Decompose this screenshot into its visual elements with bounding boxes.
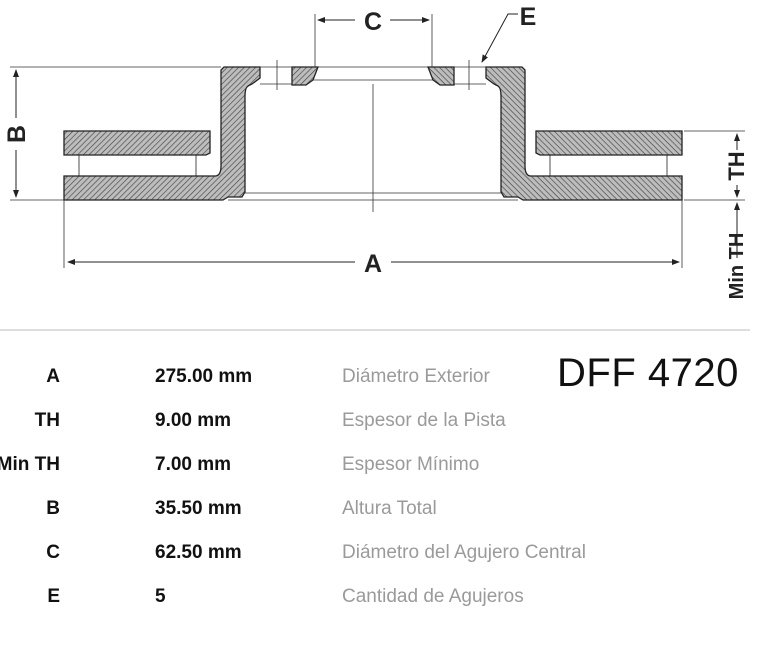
spec-row: TH 9.00 mm Espesor de la Pista xyxy=(0,410,700,440)
upper-plate xyxy=(63,130,211,156)
spec-key: Min TH xyxy=(0,454,60,475)
spec-description: Diámetro Exterior xyxy=(342,366,490,387)
spec-value: 62.50 mm xyxy=(155,542,242,563)
spec-description: Altura Total xyxy=(342,498,437,519)
label-A: A xyxy=(364,250,382,278)
spec-row: C 62.50 mm Diámetro del Agujero Central xyxy=(0,542,700,572)
spec-key: TH xyxy=(34,410,60,431)
hub-and-lower-plate xyxy=(63,66,261,201)
spec-description: Diámetro del Agujero Central xyxy=(342,542,586,563)
spec-value: 7.00 mm xyxy=(155,454,232,475)
product-code: DFF 4720 xyxy=(557,351,739,395)
spec-key: E xyxy=(47,586,60,607)
construction-lines xyxy=(10,14,745,268)
spec-description: Espesor Mínimo xyxy=(342,454,480,475)
label-TH: TH xyxy=(724,151,749,180)
spec-value: 9.00 mm xyxy=(155,410,232,431)
spec-description: Cantidad de Agujeros xyxy=(342,586,524,607)
disc-half-right xyxy=(427,66,683,201)
spec-value: 35.50 mm xyxy=(155,498,242,519)
label-E: E xyxy=(520,3,537,31)
section-divider xyxy=(0,329,750,331)
hub-inner-flange xyxy=(291,66,319,86)
label-C: C xyxy=(364,8,382,36)
spec-key: A xyxy=(46,366,60,387)
spec-row: A 275.00 mm Diámetro Exterior xyxy=(0,366,700,396)
spec-row: B 35.50 mm Altura Total xyxy=(0,498,700,528)
spec-value: 275.00 mm xyxy=(155,366,253,387)
brake-disc-cross-section-diagram: C E A B TH Min TH xyxy=(3,3,749,299)
spec-row: Min TH 7.00 mm Espesor Mínimo xyxy=(0,454,700,484)
spec-key: C xyxy=(46,542,60,563)
dimension-arrows xyxy=(13,13,740,265)
label-min-th: Min TH xyxy=(726,233,748,300)
label-B: B xyxy=(3,125,31,143)
spec-description: Espesor de la Pista xyxy=(342,410,506,431)
spec-key: B xyxy=(46,498,60,519)
spec-row: E 5 Cantidad de Agujeros xyxy=(0,586,700,616)
disc-half-left xyxy=(63,66,319,201)
spec-value: 5 xyxy=(155,586,166,607)
dimension-labels: C E A B TH Min TH xyxy=(3,3,749,299)
